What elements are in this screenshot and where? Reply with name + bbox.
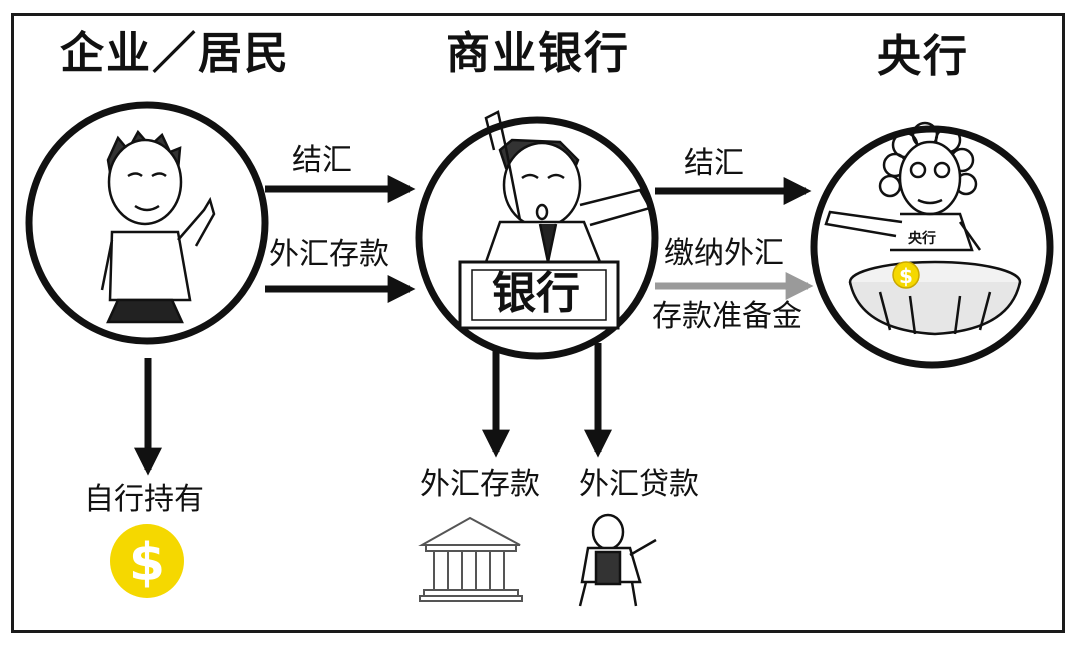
central-bank-tag: 央行 [908,231,936,247]
label-fx-deposit-1: 外汇存款 [269,237,389,272]
header-commercial-bank: 商业银行 [446,28,630,79]
label-self-hold: 自行持有 [84,482,204,517]
diagram-frame [11,13,1065,633]
label-reserve-line2: 存款准备金 [652,299,802,334]
label-settlement-2: 结汇 [684,146,744,181]
dollar-coin-icon [892,261,920,289]
banker-figure [484,110,652,264]
svg-text:$: $ [899,264,913,288]
central-banker-figure [824,121,982,252]
bank-sign: 银行 [492,268,580,319]
dollar-coin-icon [110,524,184,598]
svg-text:$: $ [129,533,165,593]
header-enterprise: 企业／居民 [60,28,290,79]
label-reserve-line1: 缴纳外汇 [664,236,784,271]
bank-building-icon [418,516,523,602]
label-fx-deposit: 外汇存款 [420,467,540,502]
label-settlement-1: 结汇 [292,143,352,178]
resident-figure [100,129,216,324]
header-central-bank: 央行 [877,31,969,82]
reserve-basket [848,260,1022,336]
label-fx-loan: 外汇贷款 [579,467,699,502]
borrower-figure [578,513,657,607]
